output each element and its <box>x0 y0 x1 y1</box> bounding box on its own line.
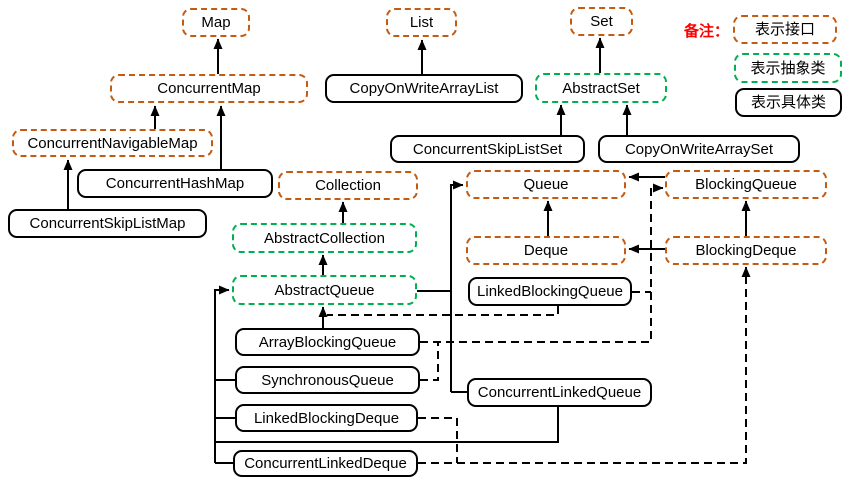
node-set: Set <box>570 7 633 36</box>
dashed-deques-blockingdeque <box>418 266 751 464</box>
node-linkedblockingqueue: LinkedBlockingQueue <box>468 277 632 306</box>
dashed-linkedblockingdeque-join <box>418 417 458 463</box>
node-list: List <box>386 8 457 37</box>
node-concurrentnavigablemap: ConcurrentNavigableMap <box>12 129 213 157</box>
legend-interface-box: 表示接口 <box>733 15 837 44</box>
node-map: Map <box>182 8 250 37</box>
node-blockingdeque: BlockingDeque <box>665 236 827 265</box>
node-deque: Deque <box>466 236 626 265</box>
node-blockingqueue: BlockingQueue <box>665 170 827 199</box>
node-abstractqueue: AbstractQueue <box>232 275 417 305</box>
node-concurrentlinkedqueue: ConcurrentLinkedQueue <box>467 378 652 407</box>
dashed-arrayblockingqueue-blockingqueue <box>420 183 664 343</box>
legend-note-label: 备注： <box>684 23 730 40</box>
node-queue: Queue <box>466 170 626 199</box>
node-copyonwritearrayset: CopyOnWriteArraySet <box>598 135 800 163</box>
edge-leftside-abstractqueue <box>214 285 230 463</box>
dashed-synchronousqueue-join <box>420 342 439 381</box>
node-concurrentlinkeddeque: ConcurrentLinkedDeque <box>233 450 418 477</box>
legend-concrete-box: 表示具体类 <box>735 88 842 117</box>
node-concurrenthashmap: ConcurrentHashMap <box>77 169 273 198</box>
dashed-linkedblockingqueue-abstractqueue <box>327 306 559 316</box>
node-concurrentskiplistset: ConcurrentSkipListSet <box>390 135 585 163</box>
connector-concurrentlinkedqueue-bottom <box>215 407 559 443</box>
node-synchronousqueue: SynchronousQueue <box>235 366 420 394</box>
legend-abstract-box: 表示抽象类 <box>734 53 842 83</box>
node-concurrentmap: ConcurrentMap <box>110 74 308 103</box>
node-linkedblockingdeque: LinkedBlockingDeque <box>235 404 418 432</box>
node-concurrentskiplistmap: ConcurrentSkipListMap <box>8 209 207 238</box>
node-collection: Collection <box>278 171 418 200</box>
edge-rightside-queue <box>450 180 464 392</box>
node-abstractcollection: AbstractCollection <box>232 223 417 253</box>
node-copyonwritearraylist: CopyOnWriteArrayList <box>325 74 523 103</box>
node-abstractset: AbstractSet <box>535 73 667 103</box>
node-arrayblockingqueue: ArrayBlockingQueue <box>235 328 420 356</box>
